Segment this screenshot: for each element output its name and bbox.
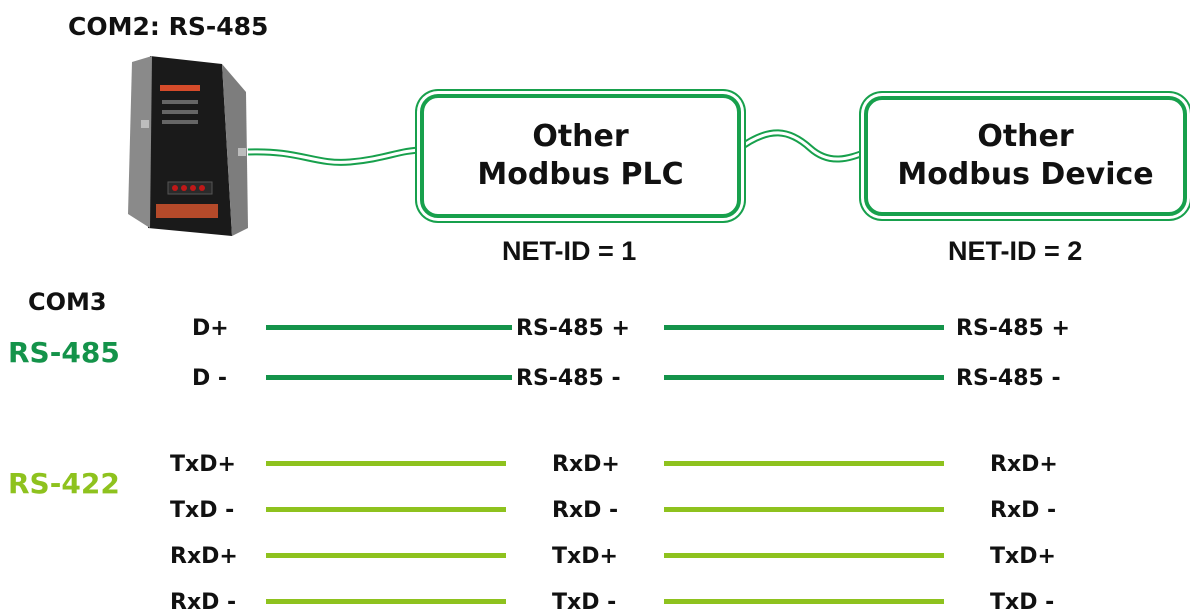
rs422-label: RS-422 bbox=[8, 467, 120, 500]
rs422-right-4: TxD - bbox=[990, 590, 1055, 615]
rs422-mid-3: TxD+ bbox=[552, 544, 618, 569]
rs422-mid-1: RxD+ bbox=[552, 452, 620, 477]
rs422-wire-4b bbox=[664, 599, 944, 604]
rs422-left-4: RxD - bbox=[170, 590, 237, 615]
rs422-wire-4a bbox=[266, 599, 506, 604]
rs422-left-1: TxD+ bbox=[170, 452, 236, 477]
rs485-wire-1b bbox=[664, 325, 944, 330]
rs422-mid-2: RxD - bbox=[552, 498, 619, 523]
plc-net-id: NET-ID = 1 bbox=[502, 236, 637, 266]
rs485-right-1: RS-485 + bbox=[956, 316, 1070, 341]
rs422-wire-2a bbox=[266, 507, 506, 512]
rs485-wire-2b bbox=[664, 375, 944, 380]
other-modbus-plc-box: Other Modbus PLC bbox=[420, 94, 741, 218]
rs422-wire-1a bbox=[266, 461, 506, 466]
rs422-right-2: RxD - bbox=[990, 498, 1057, 523]
rs485-mid-1: RS-485 + bbox=[516, 316, 630, 341]
rs422-mid-4: TxD - bbox=[552, 590, 617, 615]
rs422-right-3: TxD+ bbox=[990, 544, 1056, 569]
rs485-left-1: D+ bbox=[192, 316, 229, 341]
rs485-mid-2: RS-485 - bbox=[516, 366, 621, 391]
rs422-wire-3b bbox=[664, 553, 944, 558]
rs422-wire-2b bbox=[664, 507, 944, 512]
rs485-left-2: D - bbox=[192, 366, 228, 391]
device-line1: Other bbox=[977, 119, 1074, 154]
controller-device-image bbox=[128, 56, 248, 236]
other-modbus-device-box: Other Modbus Device bbox=[864, 96, 1187, 216]
plc-line1: Other bbox=[532, 119, 629, 154]
rs485-wire-2a bbox=[266, 375, 512, 380]
rs422-wire-3a bbox=[266, 553, 506, 558]
device-line2: Modbus Device bbox=[897, 157, 1154, 192]
rs422-right-1: RxD+ bbox=[990, 452, 1058, 477]
rs485-wire-1a bbox=[266, 325, 512, 330]
diagram-title: COM2: RS-485 bbox=[68, 12, 269, 41]
plc-line2: Modbus PLC bbox=[477, 157, 684, 192]
rs422-wire-1b bbox=[664, 461, 944, 466]
com3-label: COM3 bbox=[28, 288, 107, 316]
rs422-left-2: TxD - bbox=[170, 498, 235, 523]
rs422-left-3: RxD+ bbox=[170, 544, 238, 569]
device-net-id: NET-ID = 2 bbox=[948, 236, 1083, 266]
rs485-label: RS-485 bbox=[8, 336, 120, 369]
rs485-right-2: RS-485 - bbox=[956, 366, 1061, 391]
